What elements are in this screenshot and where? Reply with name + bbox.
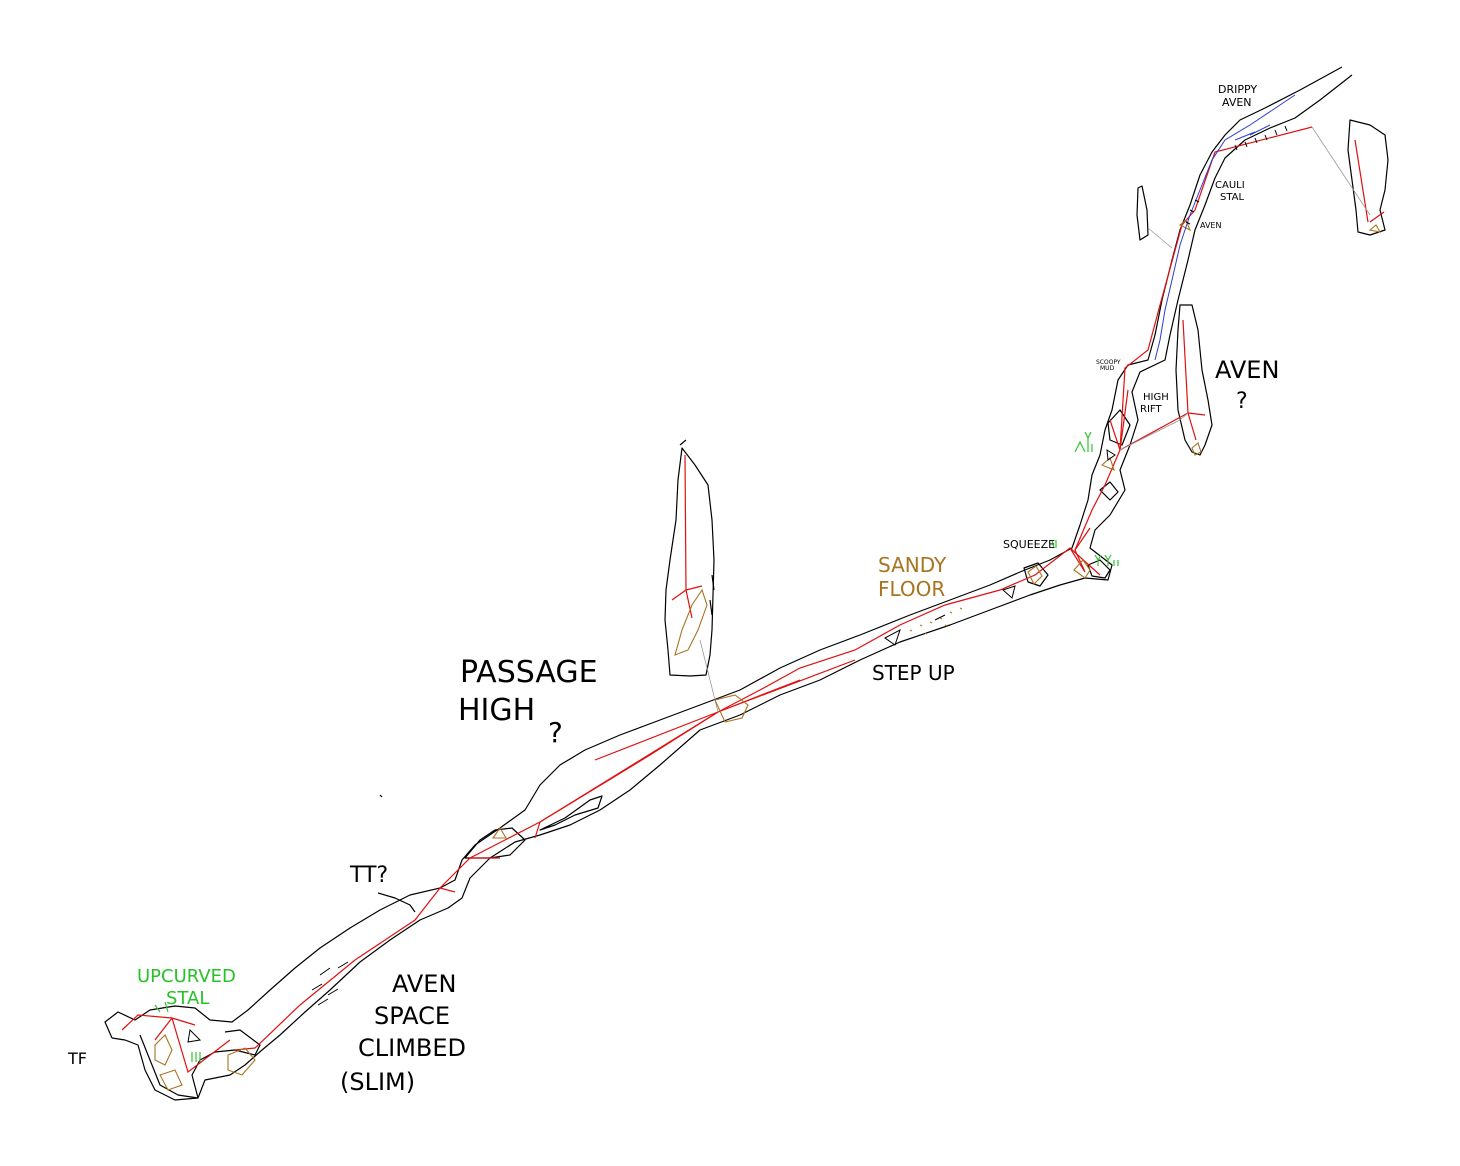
label-aven-small: AVEN: [1200, 221, 1221, 230]
label-sandy-floor-line2: FLOOR: [878, 577, 945, 601]
map-symbols: [187, 125, 1288, 1043]
label-passage-high-line1: PASSAGE: [460, 655, 598, 690]
label-aven-right-line2: ?: [1236, 389, 1248, 414]
label-aven-space-line2: SPACE: [374, 1002, 450, 1030]
label-upcurved-stal-line1: UPCURVED: [137, 966, 236, 987]
water-features: [1154, 94, 1296, 361]
label-aven-space-line4: (SLIM): [340, 1068, 415, 1096]
label-aven-space-line3: CLIMBED: [358, 1034, 466, 1062]
splay-lines: [699, 126, 1371, 713]
label-upcurved-stal-line2: STAL: [166, 988, 209, 1009]
label-cauli-stal-line2: STAL: [1220, 192, 1245, 203]
passage-walls: [104, 66, 1389, 1101]
sediment-features: [154, 219, 1382, 1091]
label-passage-high-line3: ?: [548, 716, 563, 749]
label-high-rift-line1: HIGH: [1143, 392, 1169, 403]
label-aven-space-line1: AVEN: [392, 970, 456, 998]
survey-legs: [121, 126, 1385, 1074]
label-drippy-aven-line1: DRIPPY: [1218, 83, 1257, 96]
label-tt: TT?: [349, 863, 388, 888]
label-aven-right-line1: AVEN: [1215, 356, 1279, 384]
label-tf: TF: [67, 1049, 87, 1068]
label-squeeze: SQUEEZE: [1003, 538, 1055, 551]
survey-labels: DRIPPY AVEN CAULI STAL AVEN SCOOPY MUD H…: [67, 83, 1279, 1096]
label-cauli-stal-line1: CAULI: [1215, 180, 1245, 191]
formation-symbols: [154, 431, 1119, 1062]
label-high-rift-line2: RIFT: [1140, 404, 1162, 415]
label-step-up: STEP UP: [872, 661, 955, 685]
label-drippy-aven-line2: AVEN: [1222, 96, 1252, 109]
label-scoopy-mud-line1: SCOOPY: [1096, 359, 1121, 366]
label-passage-high-line2: HIGH: [458, 693, 535, 728]
label-scoopy-mud-line2: MUD: [1100, 365, 1115, 372]
label-sandy-floor-line1: SANDY: [878, 553, 947, 577]
